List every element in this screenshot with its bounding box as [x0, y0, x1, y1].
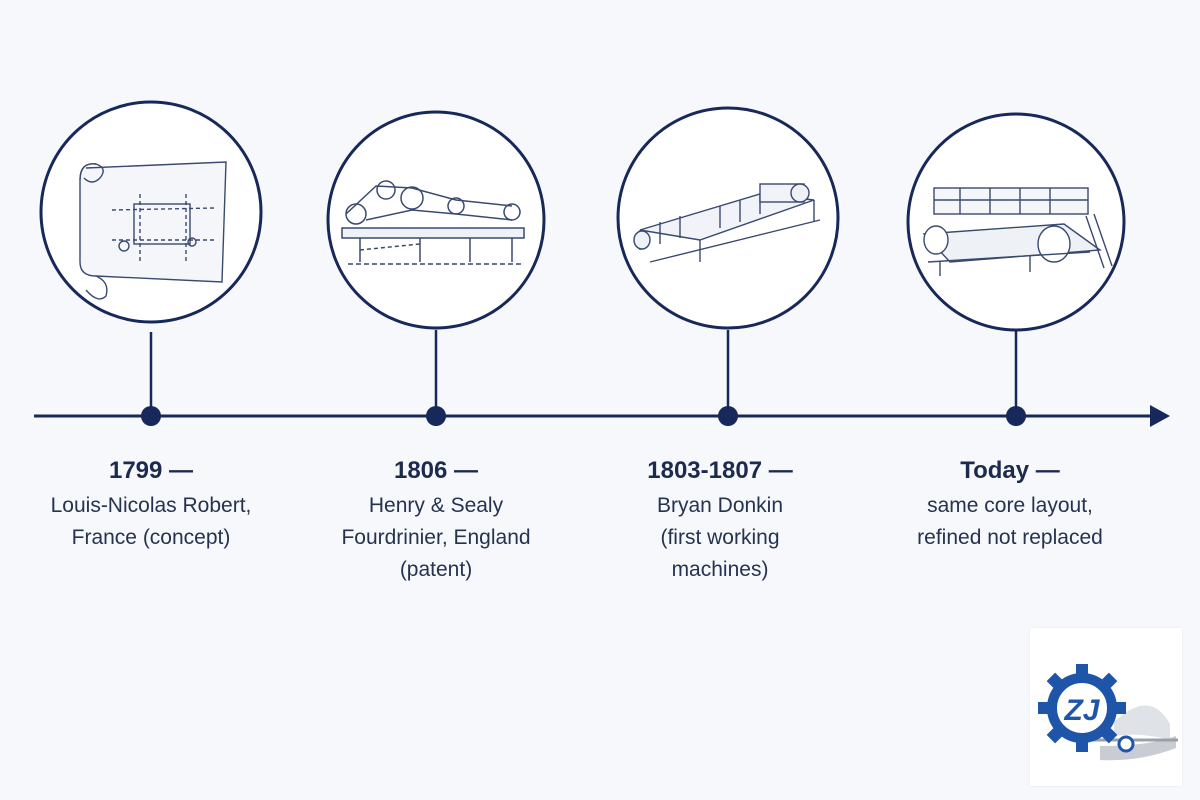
early-paper-machine-icon	[633, 183, 821, 263]
company-logo: ZJ	[1030, 628, 1182, 786]
milestone-4-description: same core layout, refined not replaced	[880, 490, 1140, 554]
milestone-2-title: 1806 —	[393, 457, 479, 484]
modern-paper-machine-icon	[922, 187, 1113, 276]
logo-text: ZJ	[1063, 694, 1100, 727]
milestone-4-desc-line: same core layout,	[927, 494, 1093, 517]
timeline-arrowhead	[1150, 405, 1170, 427]
milestone-3-marker	[616, 106, 840, 426]
milestone-1-desc-line: France (concept)	[71, 526, 231, 549]
milestone-3-text: 1803-1807 — Bryan Donkin (first working …	[590, 456, 850, 586]
milestone-3-title: 1803-1807 —	[647, 457, 793, 484]
gear-logo-icon: ZJ	[1038, 664, 1178, 761]
blueprint-scroll-icon	[79, 161, 227, 300]
milestone-3-desc-line: machines)	[671, 558, 769, 581]
milestone-1-description: Louis-Nicolas Robert, France (concept)	[21, 490, 281, 554]
patent-machine-sketch-icon	[341, 180, 525, 265]
milestone-1-desc-line: Louis-Nicolas Robert,	[50, 494, 252, 517]
milestone-1-title: 1799 —	[108, 457, 194, 484]
milestone-3-desc-line: (first working	[660, 526, 780, 549]
milestone-2-text: 1806 — Henry & Sealy Fourdrinier, Englan…	[306, 456, 566, 586]
milestone-2-desc-line: Fourdrinier, England	[341, 526, 531, 549]
milestone-3-description: Bryan Donkin (first working machines)	[590, 490, 850, 586]
milestone-3-desc-line: Bryan Donkin	[656, 494, 784, 517]
milestone-2-description: Henry & Sealy Fourdrinier, England (pate…	[306, 490, 566, 586]
milestone-4-text: Today — same core layout, refined not re…	[880, 456, 1140, 554]
milestone-4-marker	[906, 112, 1126, 426]
milestone-2-desc-line: Henry & Sealy	[368, 494, 504, 517]
milestone-4-title: Today —	[960, 457, 1060, 484]
milestone-1-text: 1799 — Louis-Nicolas Robert, France (con…	[21, 456, 281, 554]
milestone-2-marker	[326, 110, 546, 426]
milestone-2-desc-line: (patent)	[399, 558, 473, 581]
milestone-4-desc-line: refined not replaced	[917, 526, 1103, 549]
